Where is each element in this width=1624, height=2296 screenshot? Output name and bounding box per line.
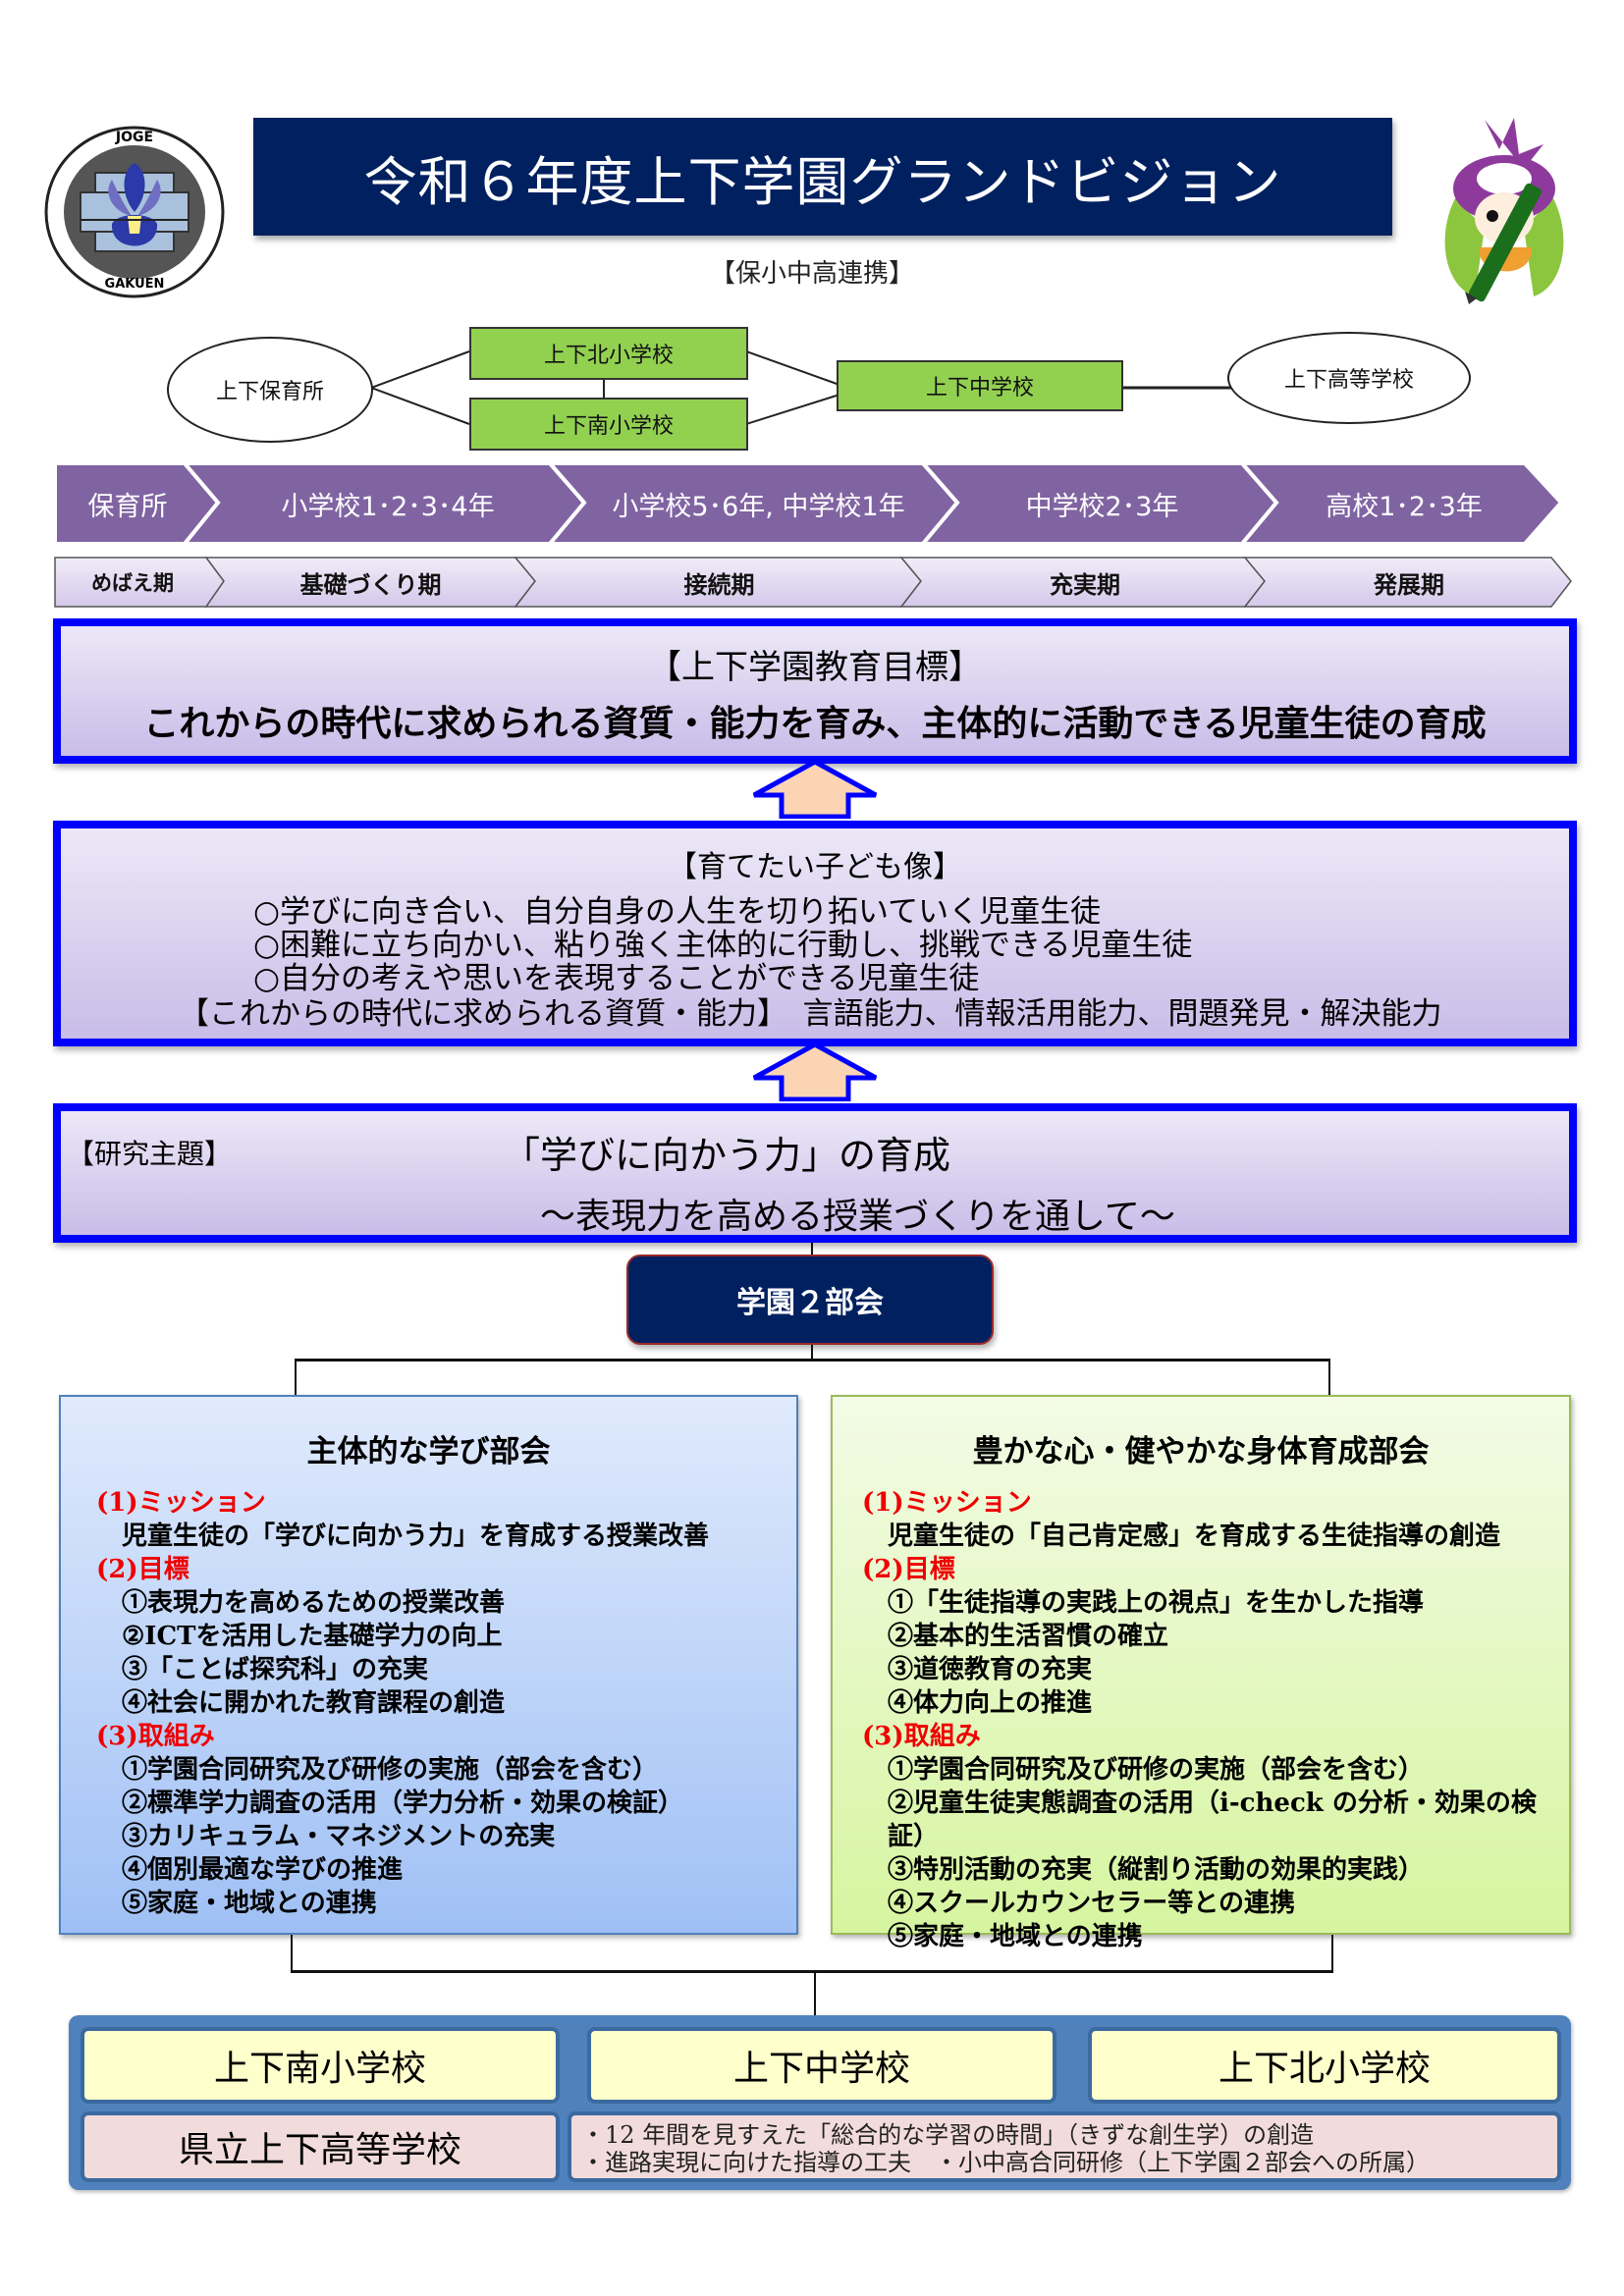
goal-item: ④体力向上の推進 bbox=[888, 1688, 1093, 1718]
emblem-bottom-text: GAKUEN bbox=[104, 277, 165, 292]
stage-label: 中学校2･3年 bbox=[1025, 491, 1179, 522]
education-goal-heading: 【上下学園教育目標】 bbox=[648, 648, 982, 687]
ideal-child-item: ○学びに向き合い、自分自身の人生を切り拓いていく児童生徒 bbox=[253, 894, 1102, 930]
mission-text: 児童生徒の「自己肯定感」を育成する生徒指導の創造 bbox=[888, 1522, 1501, 1551]
school-south-elementary: 上下南小学校 bbox=[81, 2027, 560, 2104]
up-arrow-icon bbox=[752, 1041, 878, 1101]
node-high-school: 上下高等学校 bbox=[1227, 332, 1471, 424]
goal-item: ②ICTを活用した基礎学力の向上 bbox=[122, 1622, 503, 1651]
goal-item: ①「生徒指導の実践上の視点」を生かした指導 bbox=[888, 1588, 1425, 1618]
stage-label: 小学校5･6年, 中学校1年 bbox=[612, 491, 905, 522]
school-panel: 上下南小学校 上下中学校 上下北小学校 県立上下高等学校 ・12 年間を見すえた… bbox=[69, 2015, 1571, 2190]
connector-line bbox=[291, 1935, 293, 1972]
connector-line bbox=[1331, 1935, 1333, 1972]
action-item: ③特別活動の充実（縦割り活動の効果的実践） bbox=[888, 1855, 1425, 1885]
research-theme-sub: ～表現力を高める授業づくりを通して～ bbox=[540, 1197, 1175, 1237]
actions-heading: (3)取組み bbox=[862, 1722, 981, 1751]
education-goal-box: 【上下学園教育目標】 これからの時代に求められる資質・能力を育み、主体的に活動で… bbox=[53, 618, 1577, 764]
connector-line bbox=[814, 1971, 816, 2018]
emblem-top-text: JOGE bbox=[115, 130, 154, 145]
mission-text: 児童生徒の「学びに向かう力」を育成する授業改善 bbox=[122, 1522, 710, 1551]
action-item: ⑤家庭・地域との連携 bbox=[888, 1922, 1143, 1951]
education-goal-text: これからの時代に求められる資質・能力を育み、主体的に活動できる児童生徒の育成 bbox=[143, 703, 1487, 744]
action-item: ⑤家庭・地域との連携 bbox=[122, 1889, 377, 1918]
subtitle: 【保小中高連携】 bbox=[709, 259, 914, 289]
ideal-child-heading: 【育てたい子ども像】 bbox=[668, 850, 962, 884]
mission-heading: (1)ミッション bbox=[862, 1488, 1032, 1518]
iris-school-emblem-icon bbox=[44, 126, 225, 298]
action-item: ①学園合同研究及び研修の実施（部会を含む） bbox=[888, 1755, 1425, 1785]
action-item: ①学園合同研究及び研修の実施（部会を含む） bbox=[122, 1755, 659, 1785]
division-card-learning: 主体的な学び部会 (1)ミッション 児童生徒の「学びに向かう力」を育成する授業改… bbox=[59, 1395, 798, 1935]
up-arrow-icon bbox=[752, 759, 878, 819]
node-north-elementary: 上下北小学校 bbox=[469, 327, 748, 380]
period-label: 発展期 bbox=[1374, 570, 1444, 599]
division-title: 主体的な学び部会 bbox=[306, 1434, 551, 1469]
connector-line bbox=[295, 1359, 297, 1396]
school-emblem: JOGE GAKUEN bbox=[43, 126, 226, 298]
high-school-note: ・12 年間を見すえた「総合的な学習の時間」（きずな創生学）の創造 bbox=[581, 2121, 1315, 2149]
ideal-child-box: 【育てたい子ども像】 ○学びに向き合い、自分自身の人生を切り拓いていく児童生徒 … bbox=[53, 821, 1577, 1046]
iris-mascot-icon bbox=[1444, 118, 1564, 304]
ideal-child-item: ○自分の考えや思いを表現することができる児童生徒 bbox=[253, 961, 980, 996]
school-junior-high: 上下中学校 bbox=[587, 2027, 1056, 2104]
high-school-note: ・進路実現に向けた指導の工夫 ・小中高合同研修（上下学園２部会への所属） bbox=[581, 2149, 1430, 2176]
action-item: ④スクールカウンセラー等との連携 bbox=[888, 1889, 1295, 1918]
prefectural-high-label: 県立上下高等学校 bbox=[178, 2130, 461, 2170]
research-theme-main: 「学びに向かう力」の育成 bbox=[503, 1134, 951, 1177]
goals-heading: (2)目標 bbox=[96, 1555, 189, 1584]
competencies-text: 【これからの時代に求められる資質・能力】 言語能力、情報活用能力、問題発見・解決… bbox=[179, 996, 1442, 1032]
action-item: ②標準学力調査の活用（学力分析・効果の検証） bbox=[122, 1789, 684, 1818]
divisions-header: 学園２部会 bbox=[626, 1255, 994, 1345]
connector-line bbox=[811, 1243, 813, 1256]
goal-item: ②基本的生活習慣の確立 bbox=[888, 1622, 1169, 1651]
period-label: 充実期 bbox=[1050, 570, 1120, 599]
mission-heading: (1)ミッション bbox=[96, 1488, 266, 1518]
page-title: 令和６年度上下学園グランドビジョン bbox=[253, 118, 1392, 236]
node-nursery: 上下保育所 bbox=[167, 337, 373, 443]
period-label: 基礎づくり期 bbox=[299, 570, 442, 599]
action-item: ③カリキュラム・マネジメントの充実 bbox=[122, 1822, 556, 1851]
ideal-child-item: ○困難に立ち向かい、粘り強く主体的に行動し、挑戦できる児童生徒 bbox=[253, 928, 1193, 963]
period-chevron-4 bbox=[1243, 557, 1572, 608]
period-label: めばえ期 bbox=[91, 571, 174, 595]
node-junior-high: 上下中学校 bbox=[837, 360, 1123, 411]
goal-item: ③道徳教育の充実 bbox=[888, 1655, 1093, 1684]
stage-label: 小学校1･2･3･4年 bbox=[281, 491, 495, 522]
high-school-notes: ・12 年間を見すえた「総合的な学習の時間」（きずな創生学）の創造 ・進路実現に… bbox=[568, 2111, 1561, 2182]
connector-line bbox=[291, 1970, 1333, 1973]
actions-heading: (3)取組み bbox=[96, 1722, 215, 1751]
division-title: 豊かな心・健やかな身体育成部会 bbox=[972, 1434, 1430, 1469]
goal-item: ③「ことば探究科」の充実 bbox=[122, 1655, 429, 1684]
school-network-connectors bbox=[370, 350, 1232, 425]
goals-heading: (2)目標 bbox=[862, 1555, 955, 1584]
period-label: 接続期 bbox=[683, 570, 755, 599]
connector-line bbox=[1328, 1359, 1330, 1396]
stage-label: 保育所 bbox=[87, 491, 168, 522]
stage-chevron-4 bbox=[1237, 461, 1564, 546]
connector-line bbox=[295, 1359, 1330, 1362]
action-item: ④個別最適な学びの推進 bbox=[122, 1855, 404, 1885]
action-item: ②児童生徒実態調査の活用（i-check の分析・効果の検証） bbox=[888, 1789, 1537, 1851]
research-theme-label: 【研究主題】 bbox=[67, 1138, 233, 1170]
connector-line bbox=[811, 1345, 813, 1359]
mascot bbox=[1426, 110, 1583, 306]
division-card-heart-body: 豊かな心・健やかな身体育成部会 (1)ミッション 児童生徒の「自己肯定感」を育成… bbox=[831, 1395, 1571, 1951]
goal-item: ④社会に開かれた教育課程の創造 bbox=[122, 1688, 506, 1718]
school-north-elementary: 上下北小学校 bbox=[1088, 2027, 1561, 2104]
stage-chevrons bbox=[53, 461, 1572, 608]
node-south-elementary: 上下南小学校 bbox=[469, 398, 748, 451]
school-prefectural-high: 県立上下高等学校 bbox=[81, 2111, 560, 2182]
goal-item: ①表現力を高めるための授業改善 bbox=[122, 1588, 506, 1618]
research-theme-box: 【研究主題】 「学びに向かう力」の育成 ～表現力を高める授業づくりを通して～ bbox=[53, 1103, 1577, 1243]
stage-label: 高校1･2･3年 bbox=[1326, 491, 1483, 522]
